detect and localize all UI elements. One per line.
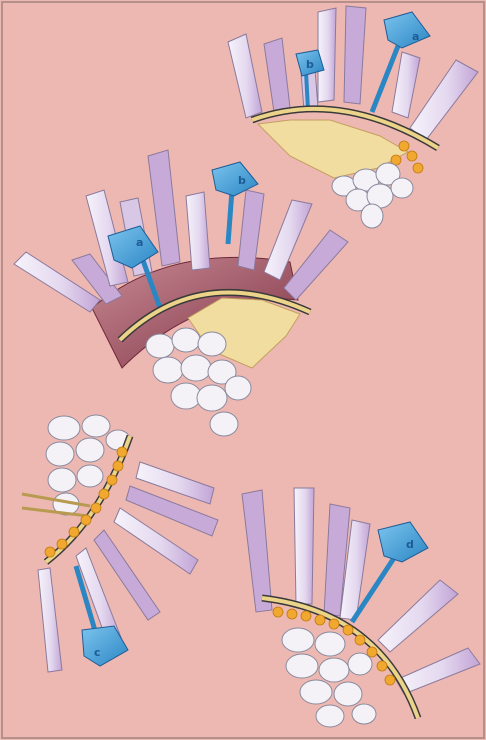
cell <box>391 178 413 198</box>
cell <box>361 204 383 228</box>
granule <box>407 151 417 161</box>
granule <box>69 527 79 537</box>
cell <box>198 332 226 356</box>
label-top-a: a <box>412 30 419 43</box>
cell <box>48 416 80 440</box>
cell <box>181 355 211 381</box>
cell <box>282 628 314 652</box>
granule <box>367 647 377 657</box>
cell <box>46 442 74 466</box>
label-bottom-right: d <box>406 538 414 551</box>
cell <box>319 658 349 682</box>
cell <box>334 682 362 706</box>
granule <box>113 461 123 471</box>
cell <box>225 376 251 400</box>
cell <box>171 383 201 409</box>
granule <box>399 141 409 151</box>
cell <box>77 465 103 487</box>
granule <box>81 515 91 525</box>
granule <box>329 619 339 629</box>
cell <box>316 705 344 727</box>
granule <box>273 607 283 617</box>
cilium <box>294 488 314 604</box>
granule <box>385 675 395 685</box>
cell <box>352 704 376 724</box>
cell <box>197 385 227 411</box>
receptor-stalk <box>306 72 308 110</box>
cell <box>315 632 345 656</box>
granule <box>355 635 365 645</box>
granule <box>343 625 353 635</box>
label-mid-b: b <box>238 174 246 187</box>
cilium <box>318 8 336 102</box>
granule <box>99 489 109 499</box>
cell <box>76 438 104 462</box>
granule <box>377 661 387 671</box>
granule <box>45 547 55 557</box>
cell <box>286 654 318 678</box>
cell <box>210 412 238 436</box>
granule <box>287 609 297 619</box>
granule <box>315 615 325 625</box>
cell <box>82 415 110 437</box>
granule <box>413 163 423 173</box>
label-mid-a: a <box>136 236 143 249</box>
cell <box>153 357 183 383</box>
cell <box>48 468 76 492</box>
granule <box>91 503 101 513</box>
cell <box>348 653 372 675</box>
cell <box>300 680 332 704</box>
cell <box>172 328 200 352</box>
cell <box>146 334 174 358</box>
label-top-b: b <box>306 58 314 71</box>
label-bottom-left: c <box>94 646 101 659</box>
granule <box>301 611 311 621</box>
granule <box>57 539 67 549</box>
granule <box>107 475 117 485</box>
granule <box>117 447 127 457</box>
